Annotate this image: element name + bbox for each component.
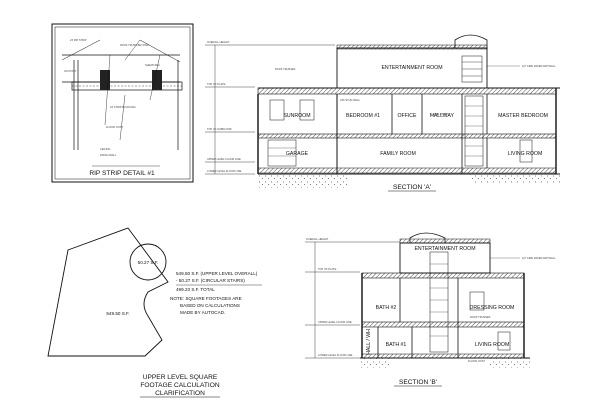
- sec-a-rnote-1: 1/2" FIRE RATED DRYWALL: [522, 64, 556, 68]
- rip-strip-title: RIP STRIP DETAIL #1: [89, 170, 155, 177]
- room-hall-wh: HALL / WH: [366, 329, 372, 355]
- rip-callout-6: FLOOR JOIST: [106, 125, 123, 129]
- upper-level-outline: [47, 227, 169, 357]
- room-hallway: HALLWAY: [430, 113, 454, 119]
- sec-a-rnote-3: 2X6 STUD WALL: [340, 98, 361, 102]
- calc-line-3: 499.23 S.F. TOTAL: [176, 287, 215, 292]
- section-b: OVERALL HEIGHT TOP OF PLATE UPPER LEVEL …: [305, 232, 556, 387]
- room-bedroom1: BEDROOM #1: [346, 113, 380, 119]
- note-line-3: MADE BY AUTOCAD.: [180, 310, 225, 315]
- room-bath2: BATH #2: [376, 305, 397, 311]
- footage-calculation: 50.27 S.F. 549.50 S.F. 549.50 S.F. (UPPE…: [47, 227, 262, 398]
- note-line-1: NOTE: SQUARE FOOTAGES ARE: [170, 296, 242, 301]
- room-family: FAMILY ROOM: [380, 151, 416, 157]
- rip-callout-2: ROOF TRUSS BEYOND: [120, 43, 149, 47]
- section-a-title: SECTION 'A': [393, 184, 431, 191]
- room-bath1: BATH #1: [386, 342, 407, 348]
- calc-line-2: - 50.27 S.F. (CIRCULAR STAIRS): [176, 278, 245, 283]
- sec-b-note-3: UPPER LEVEL FLOOR LINE: [318, 320, 352, 324]
- note-line-2: BASED ON CALCULATIONS: [180, 303, 240, 308]
- sec-a-rnote-2: ROOF TRUSSES: [275, 67, 296, 71]
- footage-title-3: CLARIFICATION: [155, 390, 205, 397]
- rip-callout-8: FINISH WALL: [100, 153, 117, 157]
- room-office: OFFICE: [397, 113, 417, 119]
- sec-a-rnote-4: FLOOR JOIST: [430, 112, 447, 116]
- detail-frame: [51, 23, 194, 183]
- sec-b-rnote-3: FLOOR JOIST: [468, 359, 485, 363]
- sec-a-note-4: UPPER LEVEL FLOOR LINE: [207, 157, 241, 161]
- room-garage: GARAGE: [286, 151, 309, 157]
- sec-a-note-3: TOP OF SUBFLOOR: [207, 127, 232, 131]
- section-a: OVERALL HEIGHT TOP OF PLATE TOP OF SUBFL…: [205, 34, 560, 192]
- footage-title-2: FOOTAGE CALCULATION: [140, 382, 219, 389]
- room-sunroom: SUNROOM: [283, 113, 310, 119]
- sec-b-rnote-1: 1/2" FIRE RATED DRYWALL: [522, 256, 556, 260]
- sec-a-note-5: LOWER LEVEL FLOOR LINE: [207, 169, 242, 173]
- footage-title-1: UPPER LEVEL SQUARE: [143, 374, 218, 381]
- room-master-bedroom: MASTER BEDROOM: [498, 113, 548, 119]
- rip-strip-detail: 2X RIP STRIP ROOF TRUSS BEYOND 4X4 POST …: [51, 23, 194, 183]
- large-area-label: 549.50 S.F.: [106, 311, 129, 316]
- section-b-title: SECTION 'B': [399, 379, 437, 386]
- sec-b-note-4: LOWER LEVEL FLOOR LINE: [318, 353, 353, 357]
- sec-b-note-1: OVERALL HEIGHT: [306, 237, 329, 241]
- sec-b-rnote-2: ROOF TRUSSES: [470, 315, 491, 319]
- calc-line-1: 549.50 S.F. (UPPER LEVEL OVERALL): [176, 271, 258, 276]
- sec-b-note-2: TOP OF PLATE: [318, 267, 337, 271]
- circular-stair-outline: [129, 243, 167, 281]
- room-living-a: LIVING ROOM: [508, 151, 543, 157]
- sec-a-note-2: TOP OF PLATE: [207, 82, 226, 86]
- rip-callout-5: 2X STRIP BLOCKING: [110, 105, 136, 109]
- rip-callout-3: 4X4 POST: [64, 69, 77, 73]
- room-entertainment-a: ENTERTAINMENT ROOM: [381, 65, 442, 71]
- sec-a-note-1: OVERALL HEIGHT: [207, 40, 230, 44]
- small-area-label: 50.27 S.F.: [138, 260, 159, 265]
- rip-callout-7: CEILING: [100, 147, 110, 151]
- rip-callout-4: SHEATHING: [145, 63, 160, 67]
- rip-callout-1: 2X RIP STRIP: [70, 38, 87, 42]
- room-dressing: DRESSING ROOM: [470, 305, 515, 311]
- room-entertainment-b: ENTERTAINMENT ROOM: [414, 246, 475, 252]
- room-living-b: LIVING ROOM: [475, 342, 510, 348]
